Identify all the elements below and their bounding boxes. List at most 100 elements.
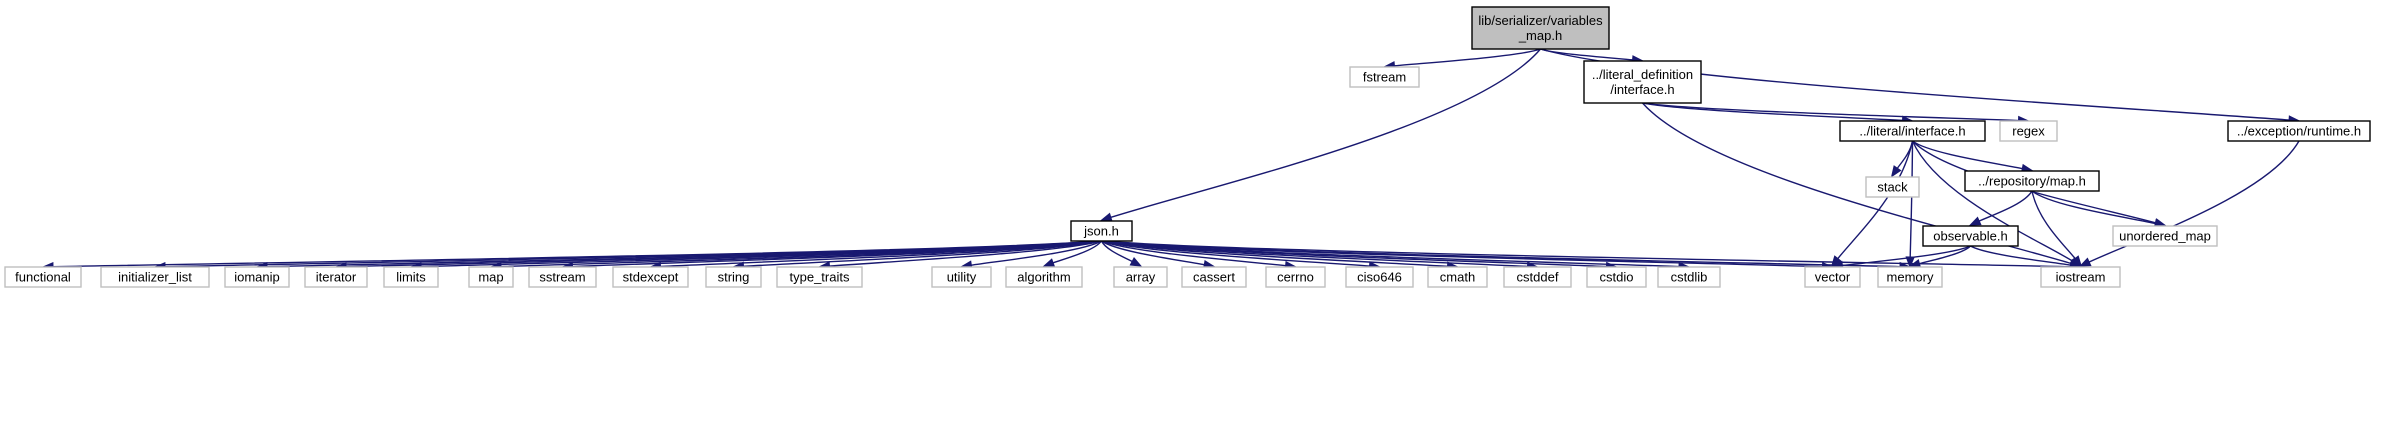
node-label: stack [1877,180,1908,195]
node-box [1804,266,1861,288]
node-label: vector [1815,270,1851,285]
node-label: cerrno [1277,270,1314,285]
node-box [1265,266,1326,288]
node-label: iomanip [234,270,280,285]
edge-line [1641,102,2072,265]
edge-line [1978,190,2033,222]
node-box [1877,266,1943,288]
edge-line [1101,240,1370,267]
edge-line [2088,140,2300,263]
node-box [1922,225,2019,247]
edge-line [1642,102,1903,122]
edge-line [1101,240,2071,268]
node-cerrno: cerrno [1265,266,1326,288]
node-type-traits: type_traits [776,266,863,288]
node-box [776,266,863,288]
node-label: functional [15,270,71,285]
arrowhead-icon [1099,212,1113,222]
edge-line [1394,48,1541,67]
node-label: string [718,270,750,285]
node-label: observable.h [1933,229,2007,244]
node-observable[interactable]: observable.h [1922,225,2019,247]
edge-line [829,240,1102,267]
node-box [705,266,762,288]
node-stack: stack [1865,176,1920,198]
arrowhead-icon [1890,165,1902,178]
node-box [528,266,597,288]
node-main[interactable]: lib/serializer/variables_map.h [1471,6,1610,50]
node-string: string [705,266,762,288]
node-label: regex [2012,124,2045,139]
edge-repomap-to-observable [1968,190,2033,226]
node-exception[interactable]: ../exception/runtime.h [2227,120,2371,142]
arrowhead-icon [1968,216,1982,226]
node-label: map [478,270,503,285]
edge-line [1101,240,1205,266]
node-box [1181,266,1247,288]
edge-line [1052,240,1103,264]
node-box [1657,266,1721,288]
node-label: fstream [1363,70,1406,85]
node-box [1427,266,1488,288]
node-map: map [468,266,514,288]
node-box [1005,266,1083,288]
node-box [612,266,689,288]
edge-repomap-to-iostream [2031,190,2083,268]
arrowhead-icon [2071,255,2083,268]
node-box [1586,266,1647,288]
node-box [2040,266,2121,288]
node-initializer-list: initializer_list [100,266,210,288]
node-litdef[interactable]: ../literal_definition/interface.h [1583,60,1702,104]
node-box [931,266,992,288]
edge-line [1842,245,1971,267]
edge-literal-to-vector [1830,140,1914,268]
node-limits: limits [383,266,439,288]
node-label: type_traits [790,270,850,285]
node-label: initializer_list [118,270,192,285]
node-label: ../exception/runtime.h [2237,124,2361,139]
edge-line [743,240,1102,267]
node-label: iostream [2056,270,2106,285]
edge-line [2031,190,2076,260]
node-cstdio: cstdio [1586,266,1647,288]
node-label: cmath [1440,270,1475,285]
edge-line [1909,140,1914,258]
node-literal[interactable]: ../literal/interface.h [1839,120,1986,142]
node-label: /interface.h [1610,82,1674,97]
edge-literal-to-iostream [1911,140,2083,267]
node-label: json.h [1083,224,1119,239]
arrowhead-icon [1830,255,1842,268]
node-label: cassert [1193,270,1235,285]
node-box [304,266,368,288]
node-box [1964,170,2100,192]
node-label: ciso646 [1357,270,1402,285]
node-cassert: cassert [1181,266,1247,288]
node-utility: utility [931,266,992,288]
node-json[interactable]: json.h [1070,220,1133,242]
node-label: ../literal/interface.h [1859,124,1965,139]
node-box [1503,266,1572,288]
node-label: lib/serializer/variables [1478,13,1603,28]
node-vector: vector [1804,266,1861,288]
node-repomap[interactable]: ../repository/map.h [1964,170,2100,192]
node-iomanip: iomanip [224,266,290,288]
node-functional: functional [4,266,82,288]
edge-line [1911,140,2073,262]
node-box [1583,60,1702,104]
node-label: utility [947,270,977,285]
node-cmath: cmath [1427,266,1488,288]
edge-line [971,240,1102,266]
node-box [1471,6,1610,50]
node-label: cstdlib [1671,270,1708,285]
node-label: cstdio [1600,270,1634,285]
arrowhead-icon [1042,258,1056,268]
edge-line [2031,190,2156,225]
node-box [383,266,439,288]
node-label: limits [396,270,426,285]
node-label: _map.h [1518,28,1562,43]
node-cstdlib: cstdlib [1657,266,1721,288]
edge-line [1101,240,1680,268]
node-box [2227,120,2371,142]
node-regex: regex [1999,120,2058,142]
